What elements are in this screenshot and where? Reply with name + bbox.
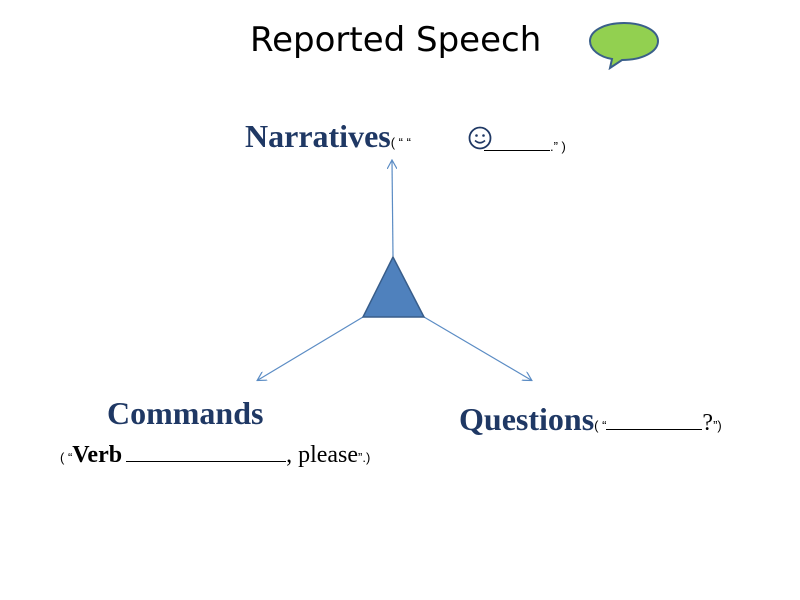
narratives-heading: Narratives (245, 118, 391, 154)
arrow-to-commands (258, 316, 364, 380)
narratives-open-quote: ( “ “ (390, 135, 411, 150)
questions-close-quote: ”) (713, 418, 722, 433)
questions-open-quote: ( “ (594, 418, 607, 433)
commands-blank (126, 441, 287, 462)
smiley-face-icon (468, 126, 492, 150)
arrow-to-narratives (392, 161, 393, 257)
narratives-close-quote: .” ) (550, 139, 566, 154)
narratives-blank-line: .” ) (484, 134, 566, 156)
narratives-label: Narratives( “ “ (245, 118, 411, 155)
commands-template: ( “Verb , please”.) (60, 441, 370, 469)
speech-bubble-icon (588, 21, 660, 70)
questions-blank (606, 407, 703, 430)
narratives-blank (484, 134, 550, 151)
questions-heading: Questions (459, 401, 595, 437)
commands-close-quote: ”.) (358, 450, 371, 465)
commands-heading: Commands (107, 395, 264, 431)
commands-please: , please (286, 442, 359, 468)
commands-open-quote: ( “ (60, 450, 73, 465)
commands-verb: Verb (72, 442, 123, 468)
arrow-to-questions (423, 316, 531, 380)
questions-mark: ? (702, 410, 714, 436)
slide-title: Reported Speech (250, 20, 542, 60)
center-triangle (361, 255, 426, 318)
questions-label: Questions( “?”) (459, 401, 722, 438)
